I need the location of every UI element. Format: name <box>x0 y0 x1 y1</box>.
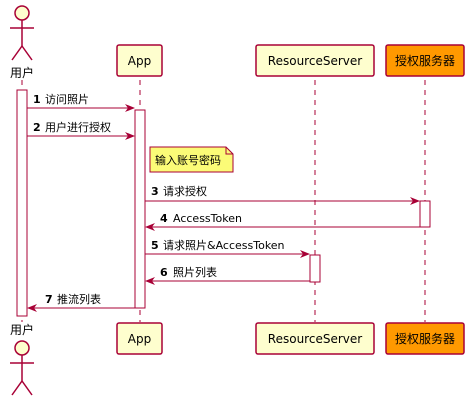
message-1: 1 访问照片 <box>27 93 135 112</box>
message-number: 1 <box>33 93 41 106</box>
svg-text:App: App <box>128 332 151 346</box>
activation-user <box>16 89 28 317</box>
message-5: 5 请求照片&AccessToken <box>145 239 310 258</box>
message-2: 2 用户进行授权 <box>27 120 135 140</box>
message-label: 推流列表 <box>57 292 101 306</box>
message-label: 照片列表 <box>173 265 217 279</box>
message-6: 6 照片列表 <box>145 265 310 285</box>
participant-app-bottom: App <box>116 322 163 355</box>
activation-app <box>134 109 146 309</box>
svg-text:授权服务器: 授权服务器 <box>395 53 455 68</box>
message-number: 6 <box>160 266 168 279</box>
activation-auth <box>419 200 431 228</box>
actor-user-label-top: 用户 <box>10 65 34 80</box>
actor-head-icon <box>14 5 30 21</box>
message-4: 4 AccessToken <box>145 212 420 231</box>
message-label: AccessToken <box>173 212 242 225</box>
actor-user-bottom: 用户 <box>10 322 34 396</box>
message-label: 请求照片&AccessToken <box>163 239 285 252</box>
message-3: 3 请求授权 <box>145 184 420 205</box>
participant-resource-server-top: ResourceServer <box>255 44 375 77</box>
actor-user-label-bottom: 用户 <box>10 322 34 337</box>
message-number: 4 <box>160 212 168 225</box>
participant-auth-service-bottom: 授权服务器 <box>385 322 465 355</box>
activation-resource <box>309 254 321 283</box>
participant-auth-service-top: 授权服务器 <box>385 44 465 77</box>
note-text: 输入账号密码 <box>155 153 221 167</box>
message-number: 7 <box>45 293 53 306</box>
message-label: 用户进行授权 <box>45 120 111 134</box>
svg-text:ResourceServer: ResourceServer <box>268 332 362 346</box>
message-number: 2 <box>33 121 41 134</box>
message-7: 7 推流列表 <box>27 292 135 312</box>
participant-resource-server-bottom: ResourceServer <box>255 322 375 355</box>
svg-text:App: App <box>128 54 151 68</box>
message-label: 请求授权 <box>163 184 207 198</box>
message-number: 3 <box>151 185 159 198</box>
actor-user-top: 用户 <box>10 5 34 80</box>
svg-text:ResourceServer: ResourceServer <box>268 54 362 68</box>
message-label: 访问照片 <box>45 93 89 106</box>
participant-app-top: App <box>116 44 163 77</box>
message-number: 5 <box>151 239 159 252</box>
svg-text:授权服务器: 授权服务器 <box>395 331 455 346</box>
actor-head-icon <box>14 340 30 356</box>
note-input-credentials: 输入账号密码 <box>149 146 234 173</box>
